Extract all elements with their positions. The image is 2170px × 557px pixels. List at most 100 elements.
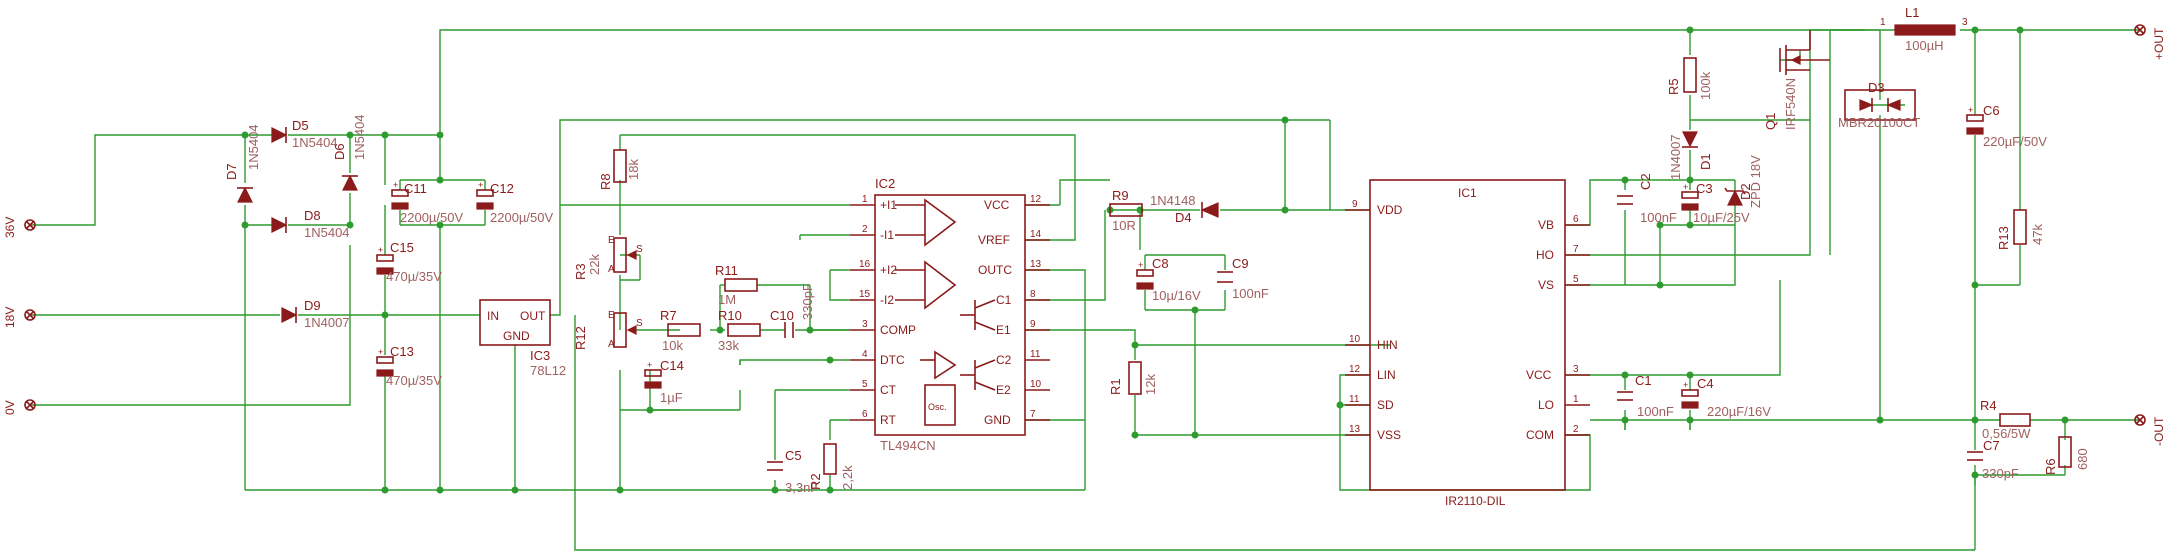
r10-ref: R10 (718, 308, 742, 323)
cap-c12[interactable]: + C12 2200µ/50V (476, 180, 553, 225)
d4-ref: D4 (1175, 210, 1192, 225)
resistor-r8[interactable]: R8 18k (598, 149, 641, 190)
c2-ref: C2 (1638, 173, 1653, 190)
l1-ref: L1 (1905, 5, 1919, 20)
port-0v-label: 0V (3, 400, 17, 415)
cap-c1[interactable]: C1 100nF (1617, 373, 1674, 419)
port-out-neg[interactable]: -OUT (2134, 414, 2166, 446)
cap-c3[interactable]: + C3 10µF/25V (1681, 181, 1750, 225)
inductor-l1[interactable]: L1 100µH 1 3 (1880, 5, 1968, 53)
r11-value: 1M (718, 292, 736, 307)
ic1-num-9: 9 (1352, 199, 1358, 210)
resistor-r5[interactable]: R5 100k (1666, 57, 1713, 100)
d9-value: 1N4007 (304, 315, 350, 330)
cap-c8[interactable]: + C8 10µ/16V (1136, 256, 1201, 303)
resistor-r2[interactable]: R2 2,2k (808, 443, 855, 490)
resistor-r6[interactable]: R6 680 (2043, 436, 2090, 475)
ic2-num-13: 13 (1030, 259, 1042, 270)
ic1-pin-lo: LO (1538, 398, 1554, 412)
ic1-value: IR2110-DIL (1445, 494, 1506, 508)
r2-value: 2,2k (840, 465, 855, 490)
ic2-tl494[interactable]: IC2 TL494CN +I1 -I1 +I2 -I2 COMP DTC CT … (850, 176, 1050, 453)
diode-d3[interactable]: D3 MBR20100CT (1838, 80, 1920, 130)
port-18v[interactable]: 18V (3, 307, 36, 328)
ic1-num-13: 13 (1349, 424, 1361, 435)
r4-value: 0,56/5W (1982, 426, 2031, 441)
resistor-r11[interactable]: R11 1M (715, 263, 758, 307)
d6-value: 1N5404 (352, 114, 367, 160)
diode-d7[interactable]: D7 1N5404 (224, 124, 261, 203)
svg-text:+: + (1138, 260, 1143, 270)
ic1-num-11: 11 (1349, 394, 1360, 405)
r12-pin-e: E (608, 310, 615, 321)
resistor-r4[interactable]: R4 0,56/5W (1980, 398, 2031, 441)
cap-c4[interactable]: + C4 220µF/16V (1681, 376, 1771, 419)
cap-c11[interactable]: + C11 2200µ/50V (391, 180, 463, 225)
cap-c14[interactable]: + C14 1µF (644, 358, 684, 405)
d9-ref: D9 (304, 298, 321, 313)
c7-ref: C7 (1983, 438, 2000, 453)
r7-ref: R7 (660, 308, 677, 323)
port-36v[interactable]: 36V (3, 217, 36, 238)
ic2-ref: IC2 (875, 176, 895, 191)
c15-value: 470µ/35V (386, 269, 442, 284)
c11-value: 2200µ/50V (400, 210, 463, 225)
resistor-r13[interactable]: R13 47k (1996, 209, 2045, 250)
diode-d8[interactable]: D8 1N5404 (271, 208, 350, 240)
cap-c10[interactable]: C10 330pF (770, 283, 815, 338)
ic1-pin-vcc: VCC (1526, 368, 1552, 382)
pot-r3[interactable]: R3 22k E A S (573, 235, 643, 280)
ic1-num-2: 2 (1573, 424, 1579, 435)
ic1-num-3: 3 (1573, 364, 1579, 375)
diode-d9[interactable]: D9 1N4007 (281, 298, 350, 330)
ic1-pin-vss: VSS (1377, 428, 1401, 442)
d4-value: 1N4148 (1150, 193, 1196, 208)
r6-value: 680 (2075, 448, 2090, 470)
diode-d6[interactable]: D6 1N5404 (332, 114, 367, 191)
svg-text:+: + (378, 245, 383, 255)
c5-ref: C5 (785, 448, 802, 463)
resistor-r1[interactable]: R1 12k (1108, 361, 1158, 395)
ic2-pin-e2: E2 (996, 383, 1011, 397)
r5-ref: R5 (1666, 78, 1681, 95)
cap-c2[interactable]: C2 100nF (1617, 173, 1677, 225)
svg-text:+: + (647, 360, 652, 370)
svg-text:+: + (478, 180, 483, 190)
ic1-num-10: 10 (1349, 334, 1361, 345)
port-out-pos[interactable]: +OUT (2134, 24, 2166, 60)
ic1-num-7: 7 (1573, 244, 1579, 255)
ic3-regulator[interactable]: IN OUT GND IC3 78L12 (479, 299, 566, 378)
ic2-num-6: 6 (862, 409, 868, 420)
r1-value: 12k (1143, 374, 1158, 395)
diode-d1[interactable]: 1N4007 D1 (1668, 131, 1713, 180)
resistor-r9[interactable]: R9 10R (1109, 188, 1143, 233)
resistor-r7[interactable]: R7 10k (660, 308, 701, 353)
ic1-pin-vs: VS (1538, 278, 1554, 292)
ic2-num-3: 3 (862, 319, 868, 330)
mosfet-q1[interactable]: Q1 IRF540N (1763, 30, 1830, 130)
cap-c7[interactable]: C7 330pF (1967, 438, 2019, 481)
diode-d5[interactable]: D5 1N5404 (271, 118, 338, 150)
cap-c15[interactable]: + C15 470µ/35V (376, 240, 442, 284)
pot-r12[interactable]: R12 E A S (573, 310, 643, 350)
diode-d2[interactable]: D2 ZPD 18V (1724, 155, 1763, 208)
ic2-opamp-2 (895, 260, 957, 310)
cap-c5[interactable]: C5 3,3nF (767, 448, 818, 495)
r12-ref: R12 (573, 326, 588, 350)
ic1-ir2110[interactable]: IC1 IR2110-DIL VDD HIN LIN SD VSS 9 10 1… (1345, 179, 1590, 508)
ic2-pin-c1: C1 (996, 293, 1012, 307)
cap-c9[interactable]: C9 100nF (1217, 256, 1269, 301)
port-0v[interactable]: 0V (3, 399, 36, 415)
q1-value: IRF540N (1783, 78, 1798, 130)
ic2-pin-minus-i2: -I2 (880, 293, 894, 307)
cap-c13[interactable]: + C13 470µ/35V (376, 344, 442, 388)
ic2-pin-vcc: VCC (984, 198, 1010, 212)
ic2-pin-comp: COMP (880, 323, 916, 337)
r13-ref: R13 (1996, 226, 2011, 250)
diode-d4[interactable]: 1N4148 D4 (1150, 193, 1219, 225)
resistor-r10[interactable]: R10 33k (718, 308, 761, 353)
ic2-pin-ct: CT (880, 383, 897, 397)
c9-value: 100nF (1232, 286, 1269, 301)
cap-c6[interactable]: + C6 220µF/50V (1966, 103, 2047, 149)
